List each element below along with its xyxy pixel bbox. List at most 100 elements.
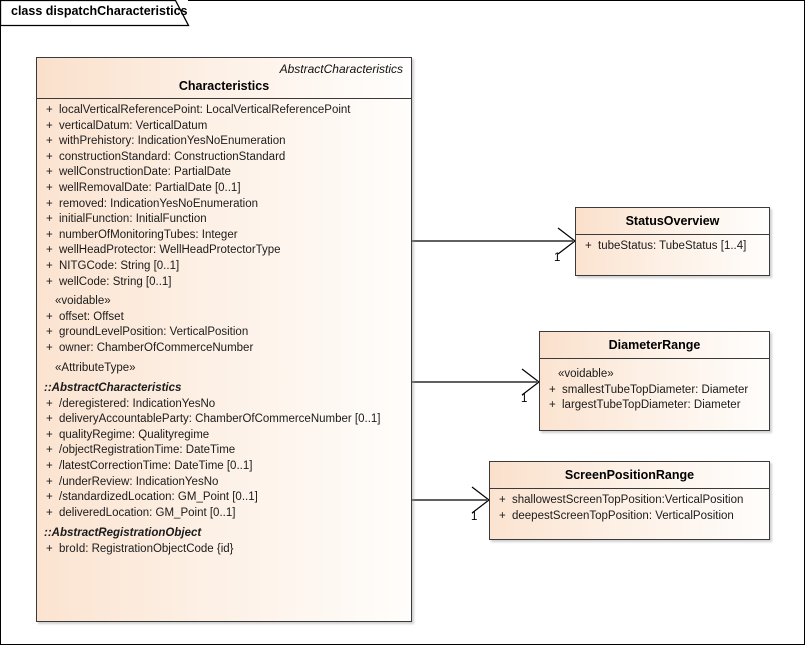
class-parent-name: AbstractCharacteristics (279, 62, 403, 76)
conn-status-overview[interactable] (411, 227, 576, 255)
visibility-marker: + (46, 228, 53, 241)
visibility-marker: + (46, 444, 53, 457)
attribute-label: wellRemovalDate: PartialDate [0..1] (59, 181, 241, 194)
class-header-characteristics: AbstractCharacteristics Characteristics (37, 58, 411, 99)
attribute-row[interactable]: + groundLevelPosition: VerticalPosition (37, 325, 411, 341)
multiplicity-diameter-range: 1 (521, 393, 528, 405)
visibility-marker: + (46, 197, 53, 210)
attribute-label: tubeStatus: TubeStatus [1..4] (598, 240, 747, 252)
class-box-characteristics[interactable]: AbstractCharacteristics Characteristics … (36, 57, 412, 622)
class-header-statusoverview: StatusOverview (576, 208, 769, 235)
attribute-label: /latestCorrectionTime: DateTime [0..1] (59, 460, 253, 473)
attribute-row[interactable]: + wellRemovalDate: PartialDate [0..1] (37, 181, 411, 197)
attribute-row[interactable]: + owner: ChamberOfCommerceNumber (37, 341, 411, 357)
attribute-label: verticalDatum: VerticalDatum (59, 119, 208, 132)
attribute-label: wellCode: String [0..1] (59, 275, 172, 288)
attribute-label: numberOfMonitoringTubes: Integer (59, 228, 238, 241)
attribute-row[interactable]: + qualityRegime: Qualityregime (37, 428, 411, 444)
visibility-marker: + (585, 240, 592, 252)
attribute-label: /deregistered: IndicationYesNo (59, 397, 216, 410)
attribute-label: /underReview: IndicationYesNo (59, 475, 219, 488)
attribute-row[interactable]: + initialFunction: InitialFunction (37, 212, 411, 228)
visibility-marker: + (46, 475, 53, 488)
attribute-row[interactable]: + numberOfMonitoringTubes: Integer (37, 228, 411, 244)
attribute-label: constructionStandard: ConstructionStanda… (59, 150, 286, 163)
attribute-label: qualityRegime: Qualityregime (59, 428, 210, 441)
diagram-title-tab[interactable]: class dispatchCharacteristics (0, 0, 190, 27)
attribute-row[interactable]: + offset: Offset (37, 310, 411, 326)
visibility-marker: + (46, 506, 53, 519)
visibility-marker: + (46, 326, 53, 339)
attribute-section: + localVerticalReferencePoint: LocalVert… (37, 103, 411, 290)
attribute-row[interactable]: + /underReview: IndicationYesNo (37, 475, 411, 491)
attribute-row[interactable]: + wellCode: String [0..1] (37, 275, 411, 291)
attribute-row[interactable]: + withPrehistory: IndicationYesNoEnumera… (37, 134, 411, 150)
visibility-marker: + (46, 543, 53, 556)
attribute-row[interactable]: + deliveredLocation: GM_Point [0..1] (37, 506, 411, 522)
visibility-marker: + (499, 509, 506, 522)
attribute-row[interactable]: + tubeStatus: TubeStatus [1..4] (576, 239, 769, 255)
attribute-section: «voidable» + offset: Offset + groundLeve… (37, 294, 411, 356)
attribute-section: ::AbstractCharacteristics + /deregistere… (37, 381, 411, 521)
attribute-row[interactable]: + verticalDatum: VerticalDatum (37, 119, 411, 135)
attribute-row[interactable]: + wellHeadProtector: WellHeadProtectorTy… (37, 243, 411, 259)
class-box-statusoverview[interactable]: StatusOverview + tubeStatus: TubeStatus … (575, 207, 770, 276)
visibility-marker: + (46, 213, 53, 226)
class-box-screenpositionrange[interactable]: ScreenPositionRange + shallowestScreenTo… (489, 461, 770, 540)
attribute-row[interactable]: + constructionStandard: ConstructionStan… (37, 150, 411, 166)
inherited-section-abstractregistrationobject: ::AbstractRegistrationObject (44, 527, 202, 540)
attribute-row[interactable]: + shallowestScreenTopPosition:VerticalPo… (490, 493, 769, 509)
class-title-statusoverview: StatusOverview (625, 214, 720, 228)
conn-diameter-range[interactable] (411, 368, 540, 396)
visibility-marker: + (46, 259, 53, 272)
attribute-row[interactable]: + /objectRegistrationTime: DateTime (37, 443, 411, 459)
attribute-label: /objectRegistrationTime: DateTime (59, 444, 236, 457)
attribute-label: deepestScreenTopPosition: VerticalPositi… (512, 509, 734, 522)
attribute-row[interactable]: + NITGCode: String [0..1] (37, 259, 411, 275)
attribute-row[interactable]: + /deregistered: IndicationYesNo (37, 397, 411, 413)
stereotype-label-attributetype: «AttributeType» (55, 361, 136, 374)
visibility-marker: + (549, 383, 556, 396)
visibility-marker: + (46, 428, 53, 441)
attribute-row[interactable]: + removed: IndicationYesNoEnumeration (37, 197, 411, 213)
class-title-characteristics: Characteristics (178, 79, 270, 93)
visibility-marker: + (46, 341, 53, 354)
class-attributes-screenpositionrange: + shallowestScreenTopPosition:VerticalPo… (490, 489, 769, 529)
attribute-row[interactable]: + broId: RegistrationObjectCode {id} (37, 542, 411, 558)
attribute-label: shallowestScreenTopPosition:VerticalPosi… (512, 494, 744, 506)
attribute-row[interactable]: + /standardizedLocation: GM_Point [0..1] (37, 490, 411, 506)
visibility-marker: + (46, 150, 53, 163)
class-attributes-diameterrange: «voidable» + smallestTubeTopDiameter: Di… (540, 359, 769, 419)
attribute-row[interactable]: + deepestScreenTopPosition: VerticalPosi… (490, 509, 769, 525)
attribute-label: removed: IndicationYesNoEnumeration (59, 197, 259, 210)
visibility-marker: + (46, 460, 53, 473)
attribute-row[interactable]: + localVerticalReferencePoint: LocalVert… (37, 103, 411, 119)
attribute-row[interactable]: + smallestTubeTopDiameter: Diameter (540, 383, 769, 399)
attribute-section: ::AbstractRegistrationObject + broId: Re… (37, 526, 411, 557)
multiplicity-status-overview: 1 (554, 252, 561, 264)
attribute-row[interactable]: + /latestCorrectionTime: DateTime [0..1] (37, 459, 411, 475)
visibility-marker: + (499, 494, 506, 506)
visibility-marker: + (46, 275, 53, 288)
attribute-row[interactable]: + deliveryAccountableParty: ChamberOfCom… (37, 412, 411, 428)
attribute-label: /standardizedLocation: GM_Point [0..1] (59, 491, 258, 504)
class-attributes-characteristics: + localVerticalReferencePoint: LocalVert… (37, 99, 411, 563)
visibility-marker: + (549, 399, 556, 412)
visibility-marker: + (46, 166, 53, 179)
visibility-marker: + (46, 244, 53, 257)
stereotype-label-voidable: «voidable» (55, 295, 111, 308)
attribute-label: offset: Offset (59, 310, 124, 323)
attribute-row[interactable]: + largestTubeTopDiameter: Diameter (540, 398, 769, 414)
attribute-label: smallestTubeTopDiameter: Diameter (562, 383, 749, 396)
attribute-row[interactable]: + wellConstructionDate: PartialDate (37, 165, 411, 181)
conn-screen-position-range[interactable] (411, 486, 490, 514)
visibility-marker: + (46, 104, 53, 116)
stereotype-label-voidable: «voidable» (558, 368, 614, 380)
attribute-label: owner: ChamberOfCommerceNumber (59, 341, 254, 354)
class-title-screenpositionrange: ScreenPositionRange (564, 468, 695, 482)
class-box-diameterrange[interactable]: DiameterRange «voidable» + smallestTubeT… (539, 331, 770, 431)
visibility-marker: + (46, 119, 53, 132)
visibility-marker: + (46, 181, 53, 194)
attribute-label: initialFunction: InitialFunction (59, 213, 207, 226)
visibility-marker: + (46, 397, 53, 410)
